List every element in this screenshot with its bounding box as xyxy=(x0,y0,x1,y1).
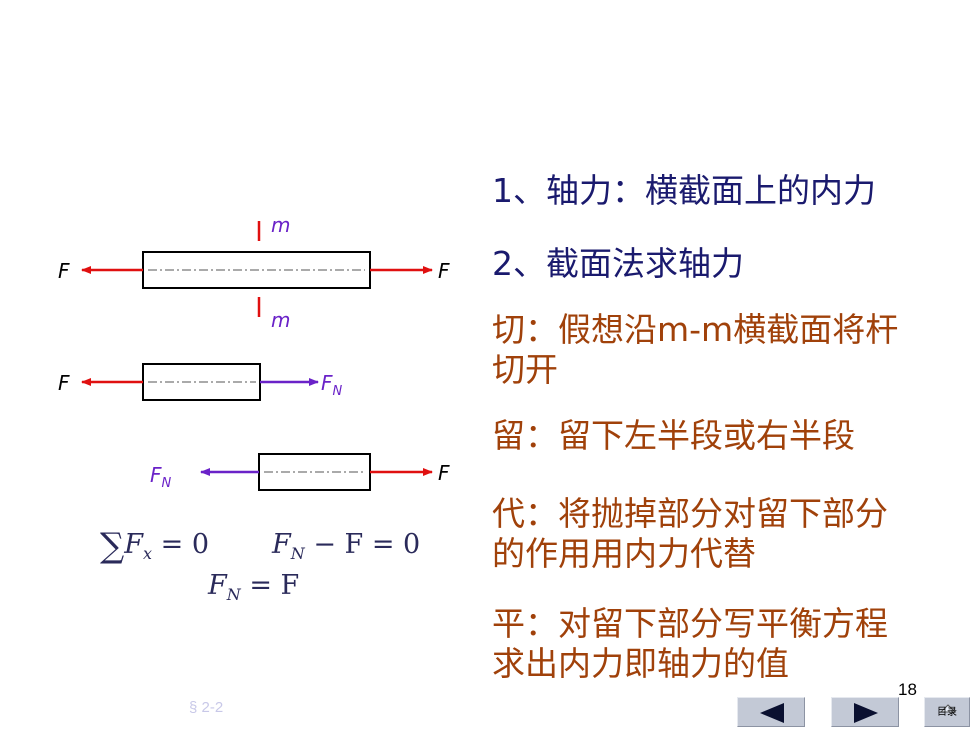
force-label-left: F xyxy=(58,259,70,283)
step-replace-line1: 代：将抛掉部分对留下部分 xyxy=(492,494,888,533)
step-cut-line2: 切开 xyxy=(492,350,558,389)
toc-button[interactable]: 目录 xyxy=(924,697,970,727)
equilibrium-equations: ∑Fx = 0 FN − F = 0 FN = F xyxy=(100,526,420,604)
sum-equation: ∑Fx = 0 xyxy=(100,526,209,566)
step-balance-line2: 求出内力即轴力的值 xyxy=(492,644,789,683)
left-half-diagram: F FN xyxy=(58,363,343,401)
left-half-force-label: F xyxy=(58,371,70,395)
section-label: § 2-2 xyxy=(189,699,224,716)
section-label-top: m xyxy=(271,213,290,237)
full-bar-diagram: F F m m xyxy=(58,213,450,332)
step-balance-line1: 平：对留下部分写平衡方程 xyxy=(492,604,888,643)
result-equation: FN = F xyxy=(207,570,299,604)
toc-label: 目录 xyxy=(937,707,957,718)
left-half-axial-label: FN xyxy=(321,371,343,399)
heading-section-method: 2、截面法求轴力 xyxy=(492,244,744,283)
right-half-diagram: FN F xyxy=(150,453,450,491)
step-replace-line2: 的作用用内力代替 xyxy=(492,534,756,573)
section-label-bottom: m xyxy=(271,308,290,332)
step-cut-line1: 切：假想沿m-m横截面将杆 xyxy=(492,310,899,349)
previous-button[interactable] xyxy=(737,697,805,727)
next-arrow-icon xyxy=(854,703,878,723)
home-icon xyxy=(939,704,957,713)
page-number: 18 xyxy=(898,680,917,699)
right-half-force-label: F xyxy=(438,461,450,485)
balance-equation: FN − F = 0 xyxy=(271,529,420,563)
right-half-axial-label: FN xyxy=(150,463,172,491)
step-keep: 留：留下左半段或右半段 xyxy=(492,416,855,455)
force-label-right: F xyxy=(438,259,450,283)
heading-axial-force: 1、轴力：横截面上的内力 xyxy=(492,171,876,210)
next-button[interactable] xyxy=(831,697,899,727)
previous-arrow-icon xyxy=(760,703,784,723)
